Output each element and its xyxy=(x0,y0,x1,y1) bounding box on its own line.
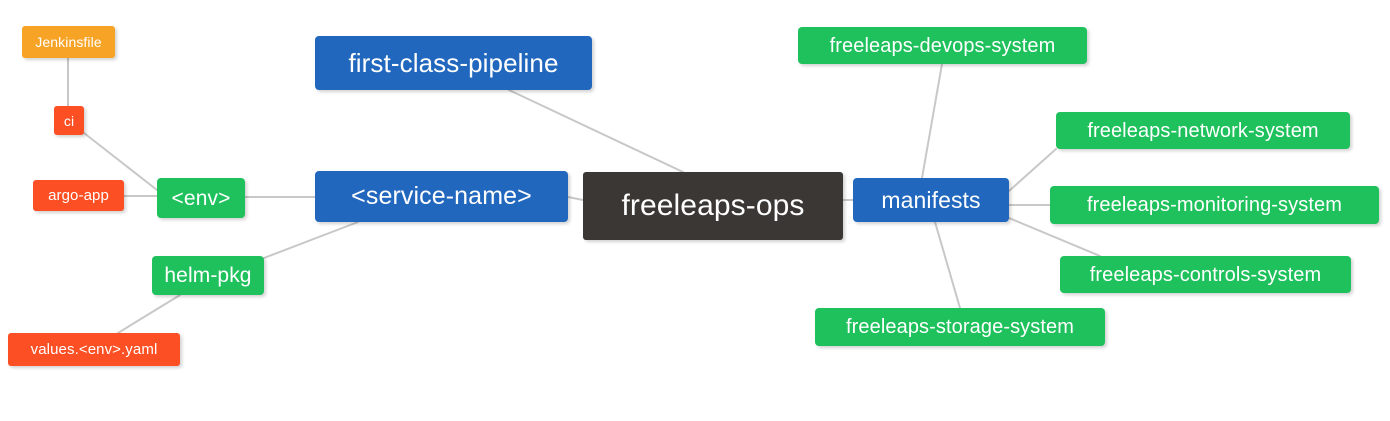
node-freeleaps-devops-system[interactable]: freeleaps-devops-system xyxy=(798,27,1087,64)
node-ci[interactable]: ci xyxy=(54,106,84,135)
node-freeleaps-ops[interactable]: freeleaps-ops xyxy=(583,172,843,240)
node-freeleaps-monitoring-system[interactable]: freeleaps-monitoring-system xyxy=(1050,186,1379,224)
node-env[interactable]: <env> xyxy=(157,178,245,218)
node-freeleaps-storage-system[interactable]: freeleaps-storage-system xyxy=(815,308,1105,346)
edge-manifests-devops xyxy=(921,63,943,179)
edge-manifests-network xyxy=(1008,148,1057,192)
edge-root-service-name xyxy=(567,196,584,201)
edge-service-helm xyxy=(263,221,359,259)
node-jenkinsfile[interactable]: Jenkinsfile xyxy=(22,26,115,58)
node-values-env-yaml[interactable]: values.<env>.yaml xyxy=(8,333,180,366)
node-argo-app[interactable]: argo-app xyxy=(33,180,124,211)
node-helm-pkg[interactable]: helm-pkg xyxy=(152,256,264,295)
node-freeleaps-controls-system[interactable]: freeleaps-controls-system xyxy=(1060,256,1351,293)
edge-root-first-class xyxy=(508,89,684,173)
node-freeleaps-network-system[interactable]: freeleaps-network-system xyxy=(1056,112,1350,149)
node-manifests[interactable]: manifests xyxy=(853,178,1009,222)
node-service-name[interactable]: <service-name> xyxy=(315,171,568,222)
node-first-class-pipeline[interactable]: first-class-pipeline xyxy=(315,36,592,90)
edge-manifests-storage xyxy=(934,221,961,309)
edge-helm-values xyxy=(117,294,181,334)
